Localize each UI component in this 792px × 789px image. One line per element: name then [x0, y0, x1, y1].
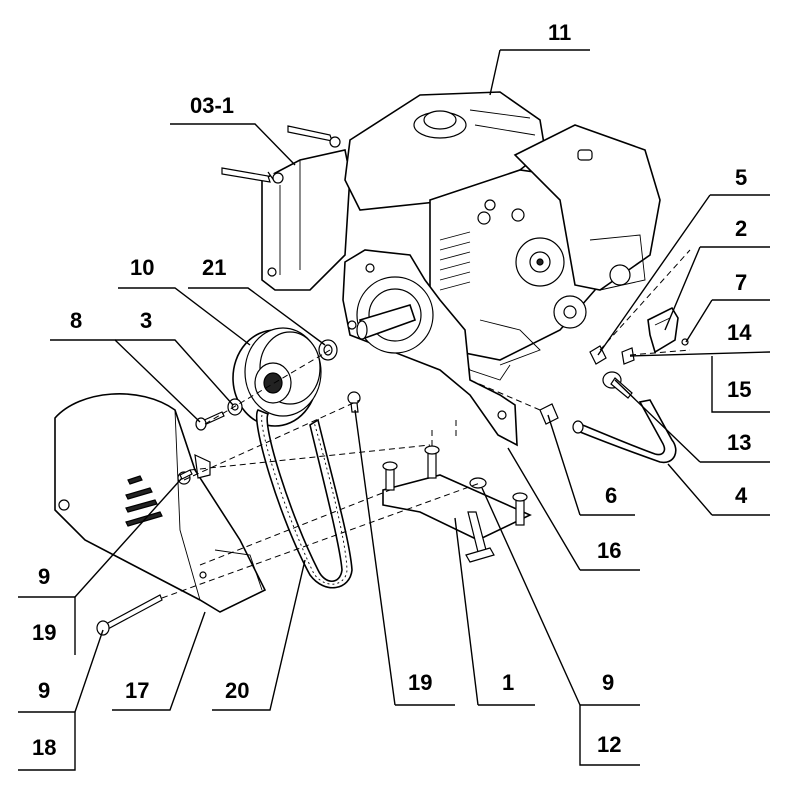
label-4: 4	[735, 483, 748, 508]
label-8: 8	[70, 308, 82, 333]
fuel-line-4	[572, 399, 677, 464]
label-14: 14	[727, 320, 752, 345]
label-16: 16	[597, 538, 621, 563]
label-19-right: 19	[408, 670, 432, 695]
fitting-13	[602, 371, 633, 399]
label-11: 11	[548, 20, 571, 45]
label-10: 10	[130, 255, 154, 280]
leader-lines	[18, 49, 771, 771]
label-17: 17	[125, 678, 149, 703]
bracket-2	[647, 306, 679, 354]
bolt-8	[195, 411, 225, 431]
mounting-plate-part	[342, 249, 518, 447]
label-12: 12	[597, 732, 621, 757]
label-20: 20	[225, 678, 249, 703]
label-2: 2	[735, 216, 747, 241]
belt-part	[255, 409, 353, 589]
label-19-left: 19	[32, 620, 56, 645]
label-13: 13	[727, 430, 751, 455]
label-03-1: 03-1	[190, 93, 234, 118]
label-9-right: 9	[602, 670, 614, 695]
label-21: 21	[202, 255, 226, 280]
label-15: 15	[727, 377, 751, 402]
engine-part	[344, 91, 661, 381]
base-plate-part	[382, 445, 532, 563]
label-3: 3	[140, 308, 152, 333]
fitting-6	[539, 403, 559, 425]
assembly-guide-lines	[161, 249, 691, 599]
fuel-tank-part	[221, 125, 351, 291]
part-labels: 11 03-1 5 2 7 14 15 13 10 21 8 3 6 4 16 …	[32, 20, 752, 760]
bolt-18	[96, 594, 163, 636]
pulley-part	[232, 327, 322, 427]
cooling-fins	[439, 231, 471, 291]
bolt-19-right	[347, 391, 361, 413]
bolt-19-left	[177, 469, 193, 485]
label-9-bottom: 9	[38, 678, 50, 703]
fitting-14-15	[621, 347, 635, 365]
label-6: 6	[605, 483, 617, 508]
washer-3	[227, 398, 243, 416]
label-18: 18	[32, 735, 56, 760]
label-1: 1	[502, 670, 514, 695]
label-5: 5	[735, 165, 747, 190]
label-7: 7	[735, 270, 747, 295]
label-9-left: 9	[38, 564, 50, 589]
